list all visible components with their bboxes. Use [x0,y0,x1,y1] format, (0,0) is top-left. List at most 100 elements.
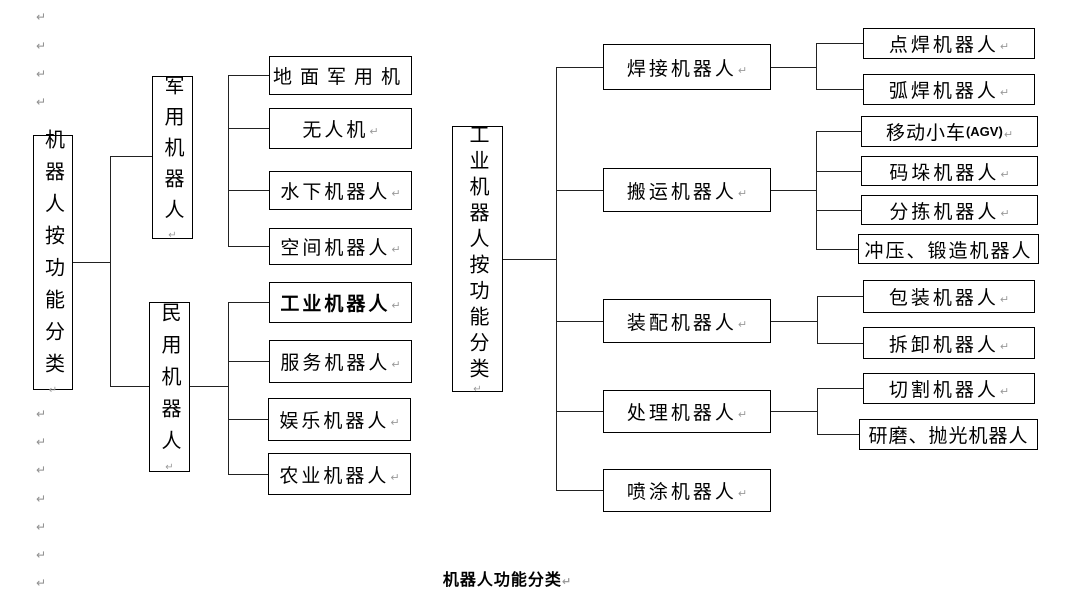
node-assembly-robot: 装配机器人↵ [603,299,771,343]
node-label-suffix: (AGV) [965,124,1003,139]
node-ground-military: 地面军用机 [269,56,412,95]
paragraph-mark: ↵ [472,383,483,395]
node-label: 搬运机器人 [626,181,737,203]
connector-line [110,156,111,386]
connector-line [228,190,269,191]
paragraph-mark: ↵ [391,187,401,200]
node-welding-robot: 焊接机器人↵ [603,44,771,90]
connector-line [817,296,818,344]
node-label: 喷涂机器人 [626,482,737,503]
paragraph-mark: ↵ [36,67,47,81]
paragraph-mark: ↵ [36,407,47,421]
connector-line [817,388,818,435]
paragraph-mark: ↵ [36,10,47,24]
node-space-robot: 空间机器人↵ [269,228,412,265]
connector-line [816,131,817,250]
paragraph-mark: ↵ [36,39,47,53]
paragraph-mark: ↵ [999,86,1010,99]
paragraph-mark: ↵ [167,229,178,241]
paragraph-mark: ↵ [999,40,1010,53]
connector-line [503,259,556,260]
node-label: 点焊机器人 [888,35,999,56]
node-label: 无人机 [302,120,369,141]
node-spot-welding-robot: 点焊机器人↵ [863,28,1035,59]
node-label: 移动小车 [885,123,966,144]
paragraph-mark: ↵ [999,339,1010,353]
connector-line [228,246,269,247]
paragraph-mark: ↵ [369,125,379,138]
connector-line [817,296,863,297]
paragraph-mark: ↵ [999,293,1010,306]
connector-line [556,190,603,191]
node-label: 包装机器人 [888,288,999,309]
paragraph-mark: ↵ [561,575,572,588]
node-label: 分拣机器人 [889,201,1000,223]
node-label: 娱乐机器人 [279,411,390,432]
node-packaging-robot: 包装机器人↵ [863,280,1035,313]
connector-line [817,388,863,389]
connector-line [556,321,603,322]
paragraph-mark: ↵ [36,492,47,506]
node-arc-welding-robot: 弧焊机器人↵ [863,74,1035,105]
paragraph-mark: ↵ [36,463,47,477]
node-stamping-forging-robot: 冲压、锻造机器人 [858,234,1039,264]
node-entertainment-robot: 娱乐机器人↵ [268,398,411,441]
connector-line [816,89,863,90]
node-drone: 无人机↵ [269,108,412,149]
connector-line [190,386,228,387]
connector-line [228,302,229,474]
paragraph-mark: ↵ [47,385,59,396]
connector-line [817,434,859,435]
node-service-robot: 服务机器人↵ [269,340,412,383]
paragraph-mark: ↵ [999,385,1010,398]
node-civilian-robot: 民用机器人↵ [149,301,190,473]
connector-line [556,67,603,68]
paragraph-mark: ↵ [737,408,748,421]
diagram-caption: 机器人功能分类↵ [377,566,637,590]
node-label: 农业机器人 [279,465,390,487]
node-cutting-robot: 切割机器人↵ [863,373,1035,404]
node-label: 切割机器人 [888,380,999,401]
node-disassembly-robot: 拆卸机器人↵ [863,327,1035,359]
paragraph-mark: ↵ [1003,128,1014,141]
connector-line [110,156,152,157]
node-label: 军用机器人 [161,74,183,230]
paragraph-mark: ↵ [36,520,47,534]
paragraph-mark: ↵ [737,317,748,331]
paragraph-mark: ↵ [391,358,401,371]
paragraph-mark: ↵ [737,186,748,200]
node-label: 服务机器人 [280,353,391,374]
node-sorting-robot: 分拣机器人↵ [861,195,1038,225]
node-label: 民用机器人 [158,301,180,462]
node-handling-robot: 搬运机器人↵ [603,168,771,212]
paragraph-mark: ↵ [737,63,748,77]
node-spraying-robot: 喷涂机器人↵ [603,469,771,512]
node-label: 弧焊机器人 [888,81,999,102]
connector-line [556,490,603,491]
node-underwater-robot: 水下机器人↵ [269,171,412,210]
paragraph-mark: ↵ [390,470,400,484]
node-label: 机器人按功能分类 [41,129,64,385]
connector-line [816,249,858,250]
caption-text: 机器人功能分类 [442,572,562,589]
connector-line [228,302,269,303]
node-industrial-function-root: 工业机器人按功能分类↵ [452,123,503,395]
node-industrial-robot: 工业机器人↵ [269,282,412,323]
node-grinding-polishing-robot: 研磨、抛光机器人 [859,419,1038,450]
connector-line [771,67,816,68]
node-label: 工业机器人按功能分类 [466,123,488,384]
connector-line [817,343,863,344]
node-label: 焊接机器人 [626,58,737,80]
node-label: 冲压、锻造机器人 [864,240,1033,262]
paragraph-mark: ↵ [391,299,401,312]
connector-line [816,210,861,211]
connector-line [816,43,817,90]
connector-line [228,361,269,362]
connector-line [228,75,269,76]
connector-line [73,262,110,263]
connector-line [771,190,816,191]
connector-line [556,411,603,412]
node-palletizing-robot: 码垛机器人↵ [861,156,1038,186]
connector-line [556,67,557,491]
